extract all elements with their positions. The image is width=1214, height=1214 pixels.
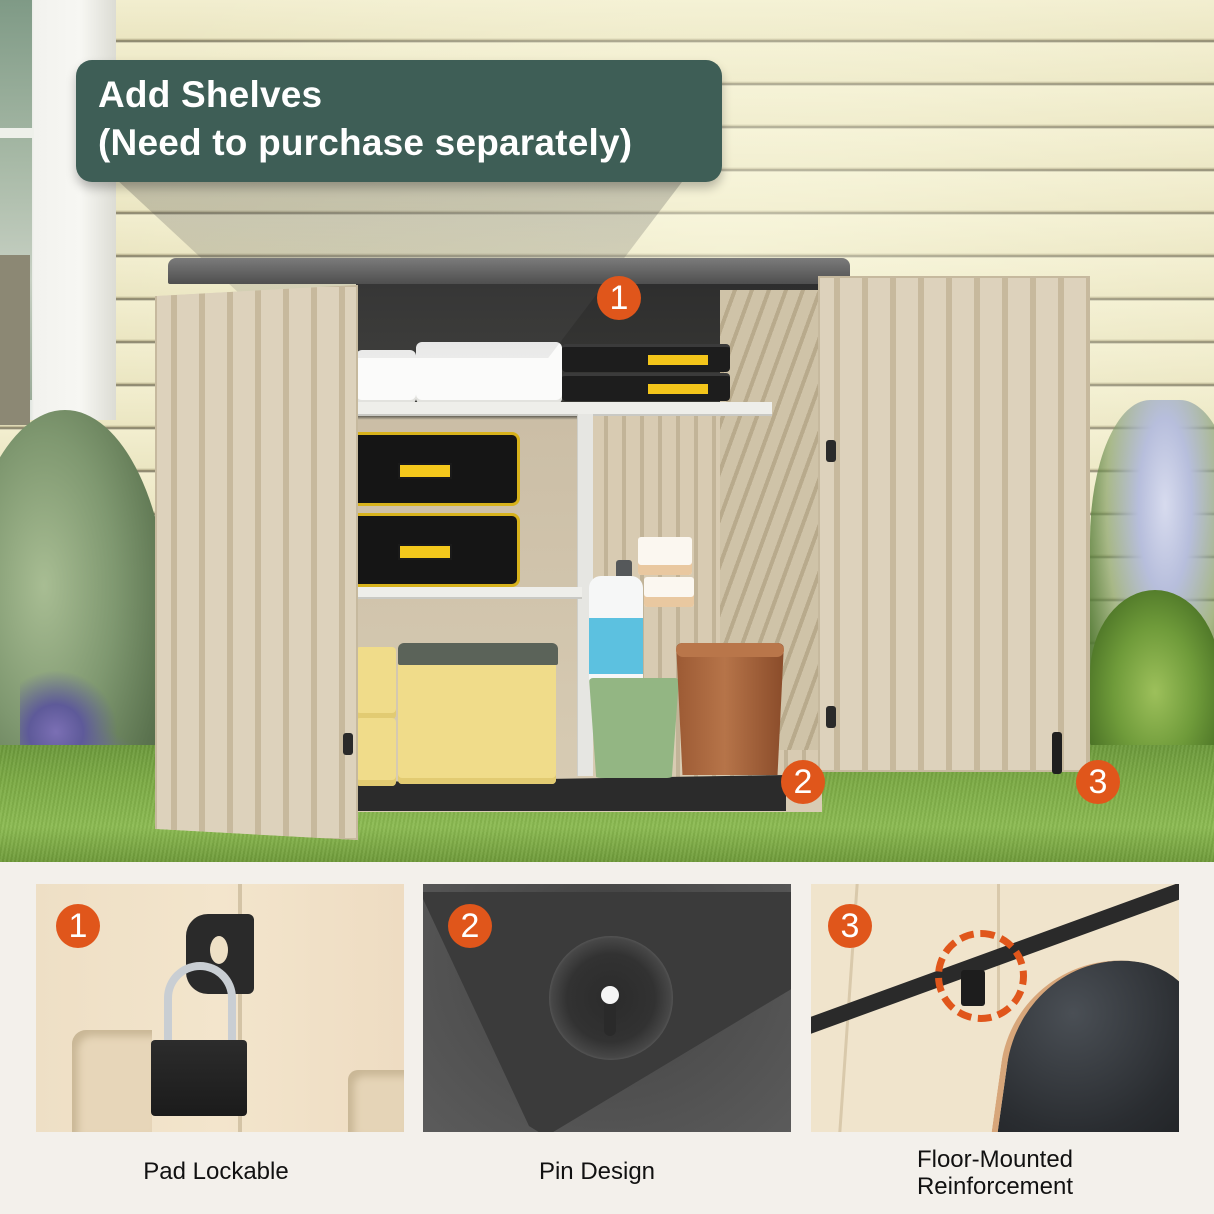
padlock-icon <box>151 1040 247 1116</box>
padlock-shackle-icon <box>164 962 236 1054</box>
door-seam <box>238 884 242 1132</box>
house-window-mullion <box>0 128 34 138</box>
yellow-bin <box>356 647 396 719</box>
hasp-hole <box>210 936 228 964</box>
small-product-box <box>644 577 694 607</box>
feature-panel-pin-design: 2 <box>423 884 791 1132</box>
door-latch <box>826 706 836 728</box>
jug-cap <box>616 560 632 580</box>
shed-door-left[interactable] <box>155 285 358 840</box>
shelf-middle <box>356 587 582 599</box>
feature-panels: 1 2 3 Pad Lockable Pin Design Floor-Moun… <box>0 862 1214 1214</box>
jug-label <box>589 618 643 674</box>
feature-panel-floor-mounted: 3 <box>811 884 1179 1132</box>
organizer-latch <box>648 355 708 365</box>
shed-roof <box>168 258 850 284</box>
organizer-latch <box>648 384 708 394</box>
caption-floor-mounted: Floor-Mounted Reinforcement <box>810 1146 1180 1200</box>
dashed-highlight-circle-icon <box>935 930 1027 1022</box>
callout-subtitle: (Need to purchase separately) <box>98 122 633 163</box>
white-storage-bin <box>416 342 562 404</box>
white-storage-bin <box>356 350 416 404</box>
number-badge-2: 2 <box>781 760 825 804</box>
toolbox-drawer <box>356 432 520 506</box>
terracotta-pots <box>676 643 784 775</box>
caption-pin-design: Pin Design <box>538 1158 656 1185</box>
number-badge-1: 1 <box>56 904 100 948</box>
hero-product-scene: Add Shelves (Need to purchase separately… <box>0 0 1214 862</box>
right-fern <box>1090 590 1214 760</box>
door-recess <box>72 1030 152 1132</box>
door-recess <box>348 1070 404 1132</box>
callout-title: Add Shelves <box>98 74 323 115</box>
small-product-box <box>638 537 692 575</box>
floor-bolt <box>1052 732 1062 774</box>
pin-shadow <box>604 996 616 1036</box>
green-bucket <box>589 678 679 778</box>
shed-door-right[interactable] <box>818 276 1090 772</box>
caption-pad-lockable: Pad Lockable <box>143 1158 289 1185</box>
background-shed <box>0 255 30 425</box>
yellow-bin <box>398 654 556 784</box>
feature-panel-pad-lockable: 1 <box>36 884 404 1132</box>
pin-icon <box>601 986 619 1004</box>
toolbox-drawer <box>356 513 520 587</box>
fertilizer-jug <box>589 576 643 684</box>
parts-organizer <box>562 344 730 372</box>
parts-organizer <box>562 373 730 401</box>
add-shelves-callout: Add Shelves (Need to purchase separately… <box>76 60 722 182</box>
yellow-bin <box>356 718 396 786</box>
door-latch <box>343 733 353 755</box>
number-badge-3: 3 <box>1076 760 1120 804</box>
door-latch <box>826 440 836 462</box>
number-badge-1: 1 <box>597 276 641 320</box>
toolbox-handle <box>398 544 452 560</box>
number-badge-2: 2 <box>448 904 492 948</box>
caption-line-2: Reinforcement <box>916 1173 1074 1200</box>
shelf-top <box>356 402 772 416</box>
number-badge-3: 3 <box>828 904 872 948</box>
yellow-bin-lid <box>398 643 558 665</box>
toolbox-handle <box>398 463 452 479</box>
terracotta-pot-rim <box>676 643 784 657</box>
caption-line-1: Floor-Mounted <box>916 1146 1074 1173</box>
